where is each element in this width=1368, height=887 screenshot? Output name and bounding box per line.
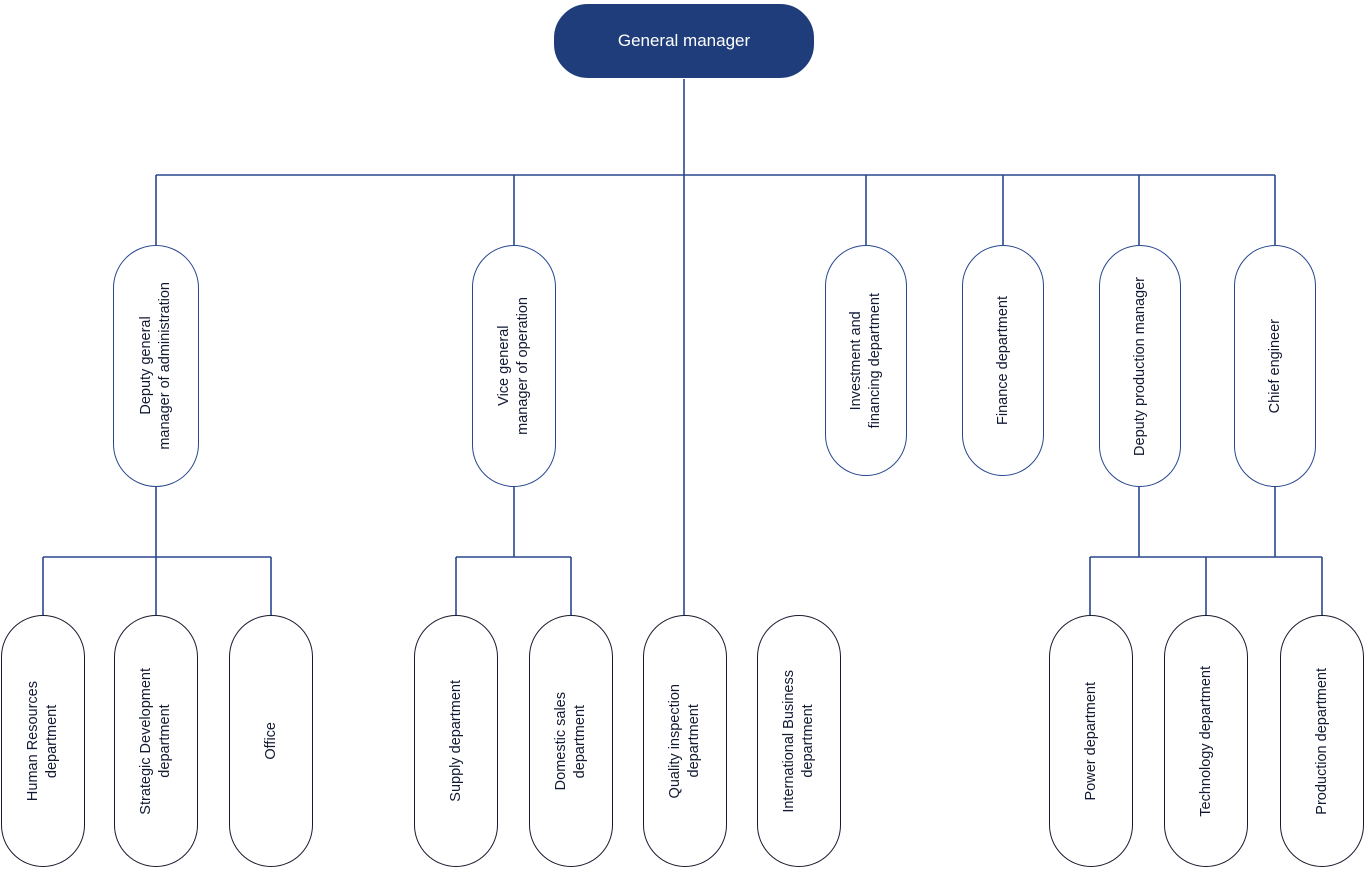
node-domestic-sales-department[interactable]: Domestic sales department [529,615,613,867]
node-supply-department[interactable]: Supply department [414,615,498,867]
node-label: Domestic sales department [553,691,588,791]
node-label: Office [262,722,279,760]
node-power-department[interactable]: Power department [1049,615,1133,867]
node-office[interactable]: Office [229,615,313,867]
node-label: Supply department [447,680,464,802]
node-label: Production department [1313,667,1330,815]
node-label: Vice general manager of operation [496,297,531,435]
node-finance-department[interactable]: Finance department [962,245,1044,476]
node-label: Investment and financing department [848,292,883,429]
node-label: Deputy general manager of administration [138,282,173,450]
node-label: General manager [617,31,751,51]
node-international-business-department[interactable]: International Business department [757,615,841,867]
node-label: Technology department [1197,665,1214,817]
node-deputy-production-manager[interactable]: Deputy production manager [1099,245,1181,487]
node-technology-department[interactable]: Technology department [1164,615,1248,867]
node-production-department[interactable]: Production department [1280,615,1364,867]
node-label: Strategic Development department [138,667,173,815]
node-quality-inspection-department[interactable]: Quality inspection department [643,615,727,867]
node-label: Human Resources department [25,680,60,802]
node-investment-and-financing-department[interactable]: Investment and financing department [825,245,907,476]
node-label: Finance department [994,296,1011,425]
node-general-manager[interactable]: General manager [554,4,814,78]
node-deputy-general-manager-of-administration[interactable]: Deputy general manager of administration [113,245,199,487]
node-label: Deputy production manager [1131,276,1148,456]
node-label: Power department [1082,681,1099,801]
node-vice-general-manager-of-operation[interactable]: Vice general manager of operation [472,245,556,487]
node-label: Quality inspection department [667,683,702,799]
node-chief-engineer[interactable]: Chief engineer [1234,245,1316,487]
node-label: Chief engineer [1266,318,1283,414]
node-human-resources-department[interactable]: Human Resources department [1,615,85,867]
node-label: International Business department [781,669,816,813]
node-strategic-development-department[interactable]: Strategic Development department [114,615,198,867]
